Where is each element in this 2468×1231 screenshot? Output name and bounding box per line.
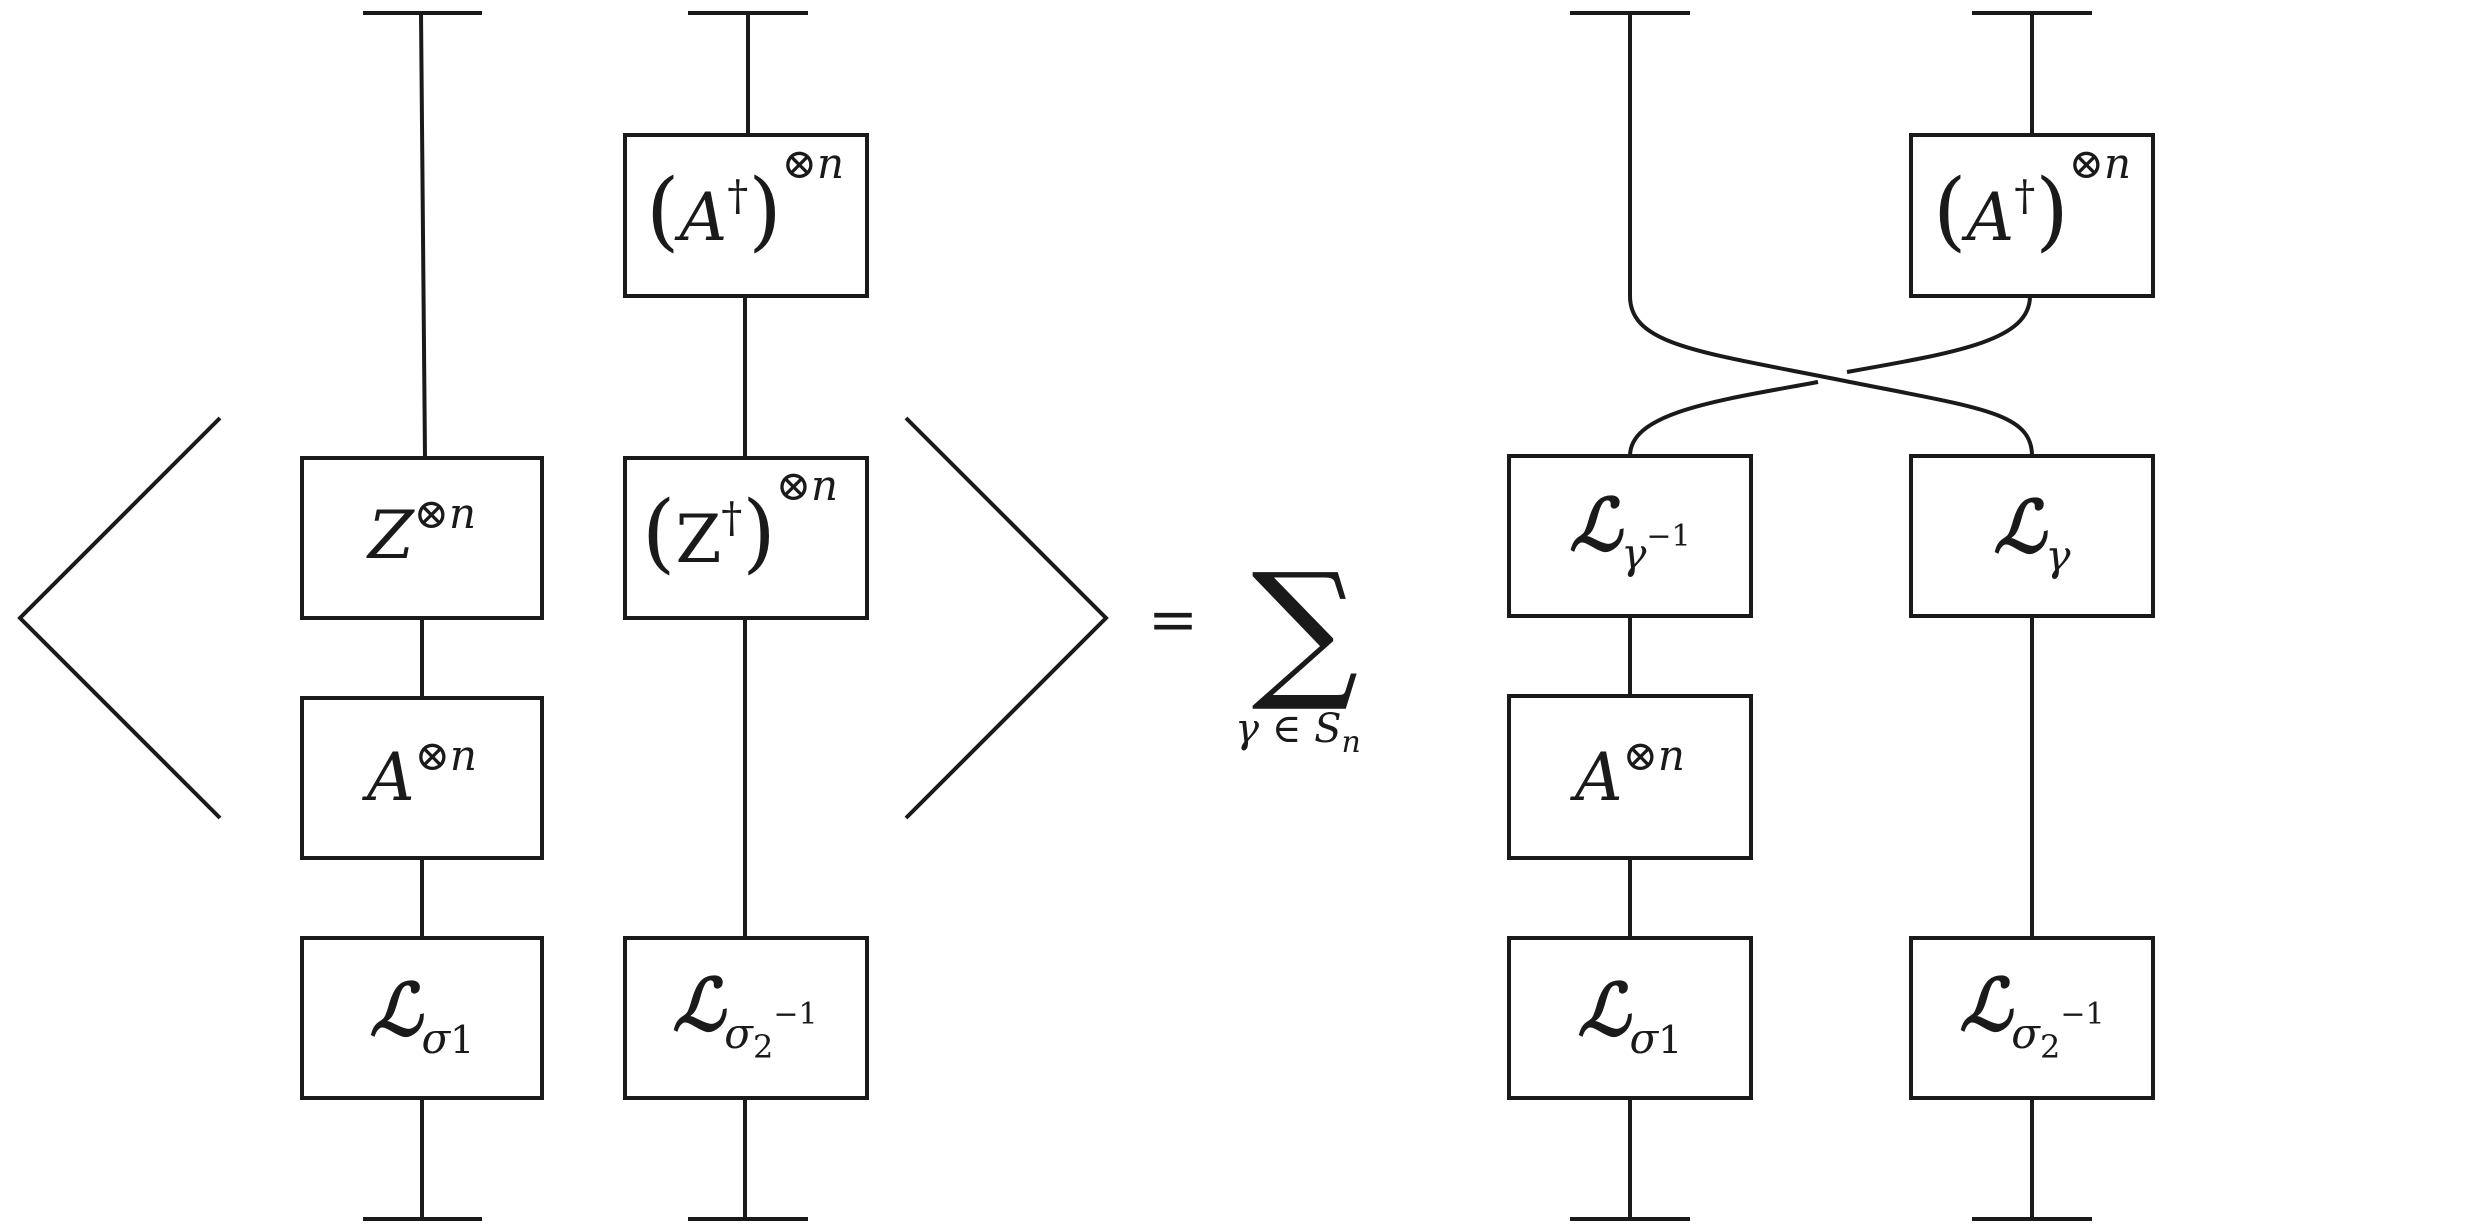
l-sigma2-inverse-label: ℒσ2−1 — [672, 962, 817, 1066]
l-sigma1-label: ℒσ1 — [370, 967, 475, 1063]
right-angle-bracket — [904, 416, 1109, 820]
crossing-wire-right-to-left-upper — [1846, 295, 2032, 374]
l-gamma-inverse-label: ℒγ−1 — [1569, 482, 1690, 578]
a-dagger-tensor-box — [1909, 133, 2155, 298]
equals-sign: = — [1148, 585, 1198, 655]
a-dagger-tensor-label: (A†)⊗n — [646, 139, 844, 261]
z-dagger-tensor-box — [623, 456, 869, 620]
l-gamma-label: ℒγ — [1994, 484, 2072, 580]
left-angle-bracket — [17, 416, 222, 820]
l-sigma1-box — [300, 936, 544, 1100]
l-sigma2-inverse-box — [623, 936, 869, 1100]
z-dagger-tensor-label: (Z†)⊗n — [642, 461, 838, 583]
a-tensor-box — [1507, 694, 1753, 860]
a-tensor-box — [300, 696, 544, 860]
a-dagger-tensor-box — [623, 133, 869, 298]
l-gamma-box — [1909, 454, 2155, 618]
z-tensor-label: Z⊗n — [366, 489, 476, 574]
wire — [419, 12, 427, 459]
a-tensor-label: A⊗n — [1569, 731, 1685, 816]
l-gamma-inverse-box — [1507, 454, 1753, 618]
right-diagram-column-2: (A†)⊗n ℒγ ℒσ2−1 — [1909, 133, 2155, 1221]
l-sigma1-box — [1507, 936, 1753, 1100]
right-diagram-column-1: ℒγ−1 A⊗n ℒσ1 — [1507, 454, 1753, 1221]
crossing-wire-left-to-right — [1628, 295, 2034, 457]
summation-symbol: ∑ — [1251, 542, 1358, 716]
l-sigma2-inverse-label: ℒσ2−1 — [1959, 962, 2104, 1066]
left-diagram-column-1: Z⊗n A⊗n ℒσ1 — [300, 11, 544, 1221]
summation-index: γ ∈ Sn — [1235, 706, 1361, 760]
right-diagram-crossing — [1570, 11, 2092, 457]
a-tensor-label: A⊗n — [361, 731, 477, 816]
a-dagger-tensor-label: (A†)⊗n — [1933, 139, 2131, 261]
l-sigma1-label: ℒσ1 — [1578, 967, 1683, 1063]
crossing-wire-right-to-left-lower — [1628, 380, 1819, 457]
z-tensor-box — [300, 456, 544, 620]
left-diagram-column-2: (A†)⊗n (Z†)⊗n ℒσ2−1 — [623, 11, 869, 1221]
l-sigma2-inverse-box — [1909, 936, 2155, 1100]
